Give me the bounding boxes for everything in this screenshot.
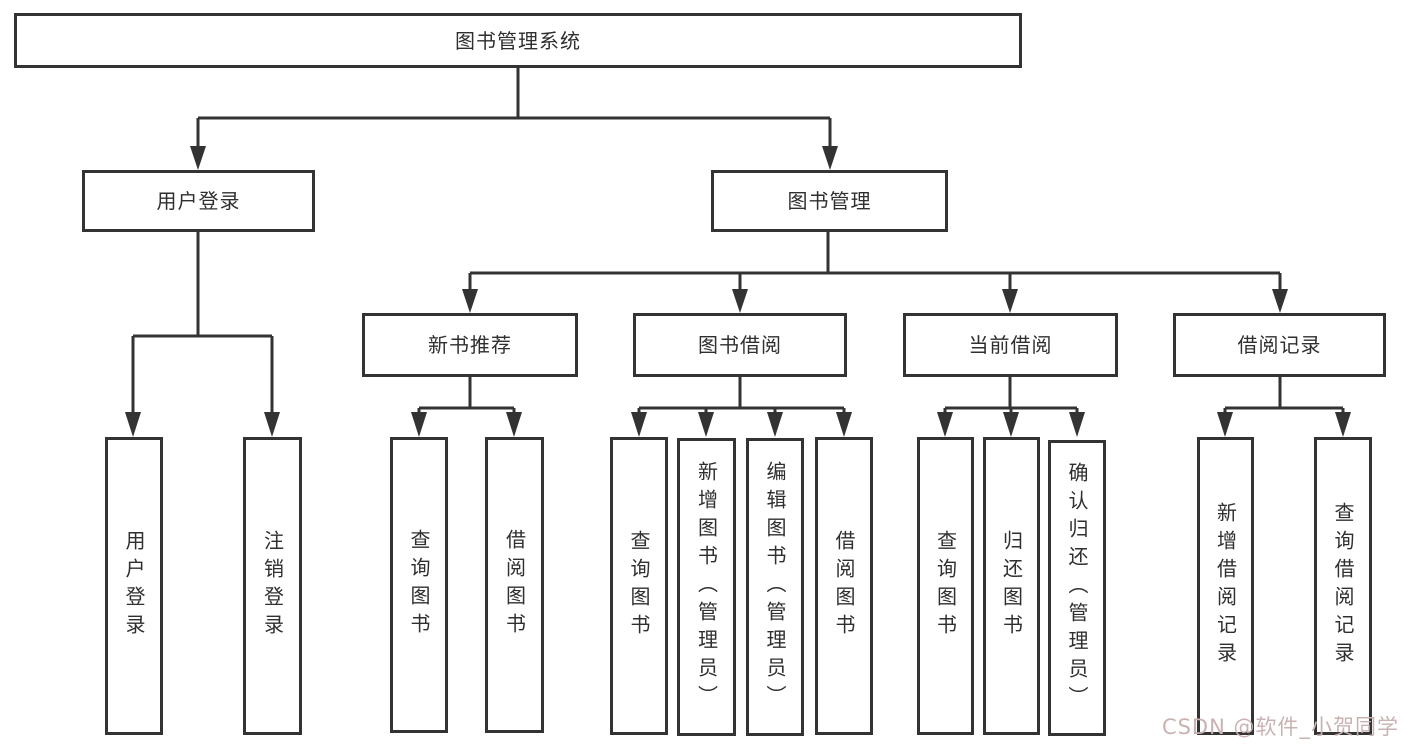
node-label: 图书管理 (787, 189, 872, 213)
node-label: 用户登录 (156, 189, 241, 213)
node-label: 查询图书 (627, 530, 651, 642)
node-label: 查询图书 (933, 530, 958, 642)
node-leaf-query-book-3: 查询图书 (917, 437, 974, 735)
node-label: 图书管理系统 (455, 28, 581, 53)
node-label: 查询图书 (407, 529, 431, 641)
node-leaf-query-book-1: 查询图书 (390, 437, 448, 733)
node-label: 确认归还（管理员） (1065, 462, 1089, 714)
node-label: 新增借阅记录 (1213, 502, 1238, 670)
node-leaf-query-book-2: 查询图书 (610, 437, 668, 735)
node-book-management: 图书管理 (711, 170, 948, 232)
node-label: 借阅图书 (502, 529, 527, 641)
node-label: 查询借阅记录 (1331, 502, 1355, 670)
node-leaf-add-borrow-record: 新增借阅记录 (1197, 437, 1254, 735)
node-leaf-add-book-admin: 新增图书（管理员） (677, 438, 736, 736)
node-label: 归还图书 (999, 530, 1024, 642)
node-leaf-logout: 注销登录 (243, 437, 302, 735)
node-label: 当前借阅 (968, 333, 1053, 357)
node-label: 借阅记录 (1237, 333, 1322, 357)
node-label: 用户登录 (122, 530, 146, 642)
node-leaf-user-login: 用户登录 (105, 437, 163, 735)
node-label: 注销登录 (260, 530, 285, 642)
node-leaf-borrow-book-2: 借阅图书 (815, 437, 873, 735)
node-leaf-return-book: 归还图书 (983, 437, 1040, 735)
node-leaf-query-borrow-record: 查询借阅记录 (1314, 437, 1372, 735)
node-label: 图书借阅 (698, 333, 782, 357)
node-leaf-confirm-return-admin: 确认归还（管理员） (1048, 440, 1106, 736)
csdn-watermark: CSDN @软件_小贺同学 (1161, 715, 1399, 739)
node-current-borrow: 当前借阅 (903, 313, 1118, 377)
node-borrow-record: 借阅记录 (1173, 313, 1386, 377)
node-leaf-edit-book-admin: 编辑图书（管理员） (746, 438, 804, 736)
node-new-book-recommend: 新书推荐 (362, 313, 578, 377)
node-user-login: 用户登录 (82, 170, 315, 232)
node-label: 新书推荐 (428, 333, 512, 357)
node-book-borrow: 图书借阅 (633, 313, 847, 377)
node-label: 借阅图书 (832, 530, 856, 642)
node-root-system: 图书管理系统 (14, 13, 1022, 68)
node-leaf-borrow-book-1: 借阅图书 (485, 437, 544, 733)
node-label: 编辑图书（管理员） (763, 461, 787, 713)
node-label: 新增图书（管理员） (694, 461, 719, 713)
